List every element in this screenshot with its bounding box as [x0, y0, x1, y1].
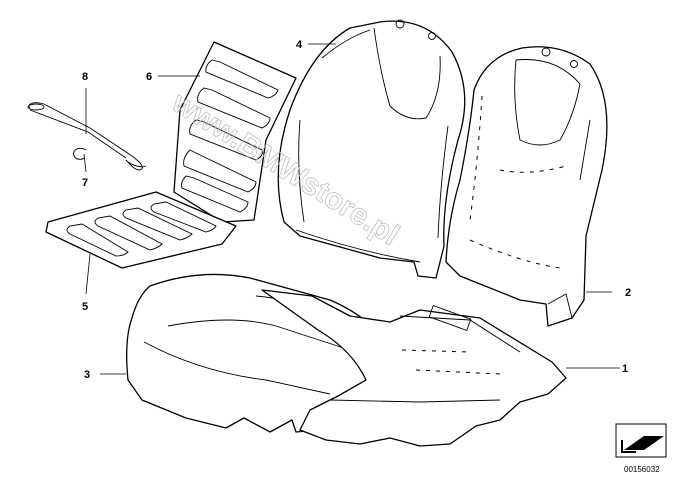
callout-2: 2	[625, 287, 631, 299]
callout-5: 5	[82, 301, 88, 313]
part-7-clip	[73, 147, 87, 160]
callout-7: 7	[82, 177, 88, 189]
part-1-seat-foam	[261, 289, 567, 447]
part-2-backrest-foam	[445, 46, 608, 327]
callout-1: 1	[622, 363, 628, 375]
callout-3: 3	[84, 369, 90, 381]
part-8-cable	[27, 102, 147, 171]
part-6-heating-mat	[173, 41, 297, 223]
part-4-backrest-cover	[277, 19, 466, 279]
callout-leaders	[83, 43, 620, 375]
arrow-corner-icon	[615, 423, 667, 458]
part-5-seat-mat	[45, 191, 237, 269]
callout-4: 4	[296, 39, 303, 51]
diagram-code: 00156032	[624, 465, 660, 474]
callout-8: 8	[82, 71, 88, 83]
callout-6: 6	[146, 71, 152, 83]
